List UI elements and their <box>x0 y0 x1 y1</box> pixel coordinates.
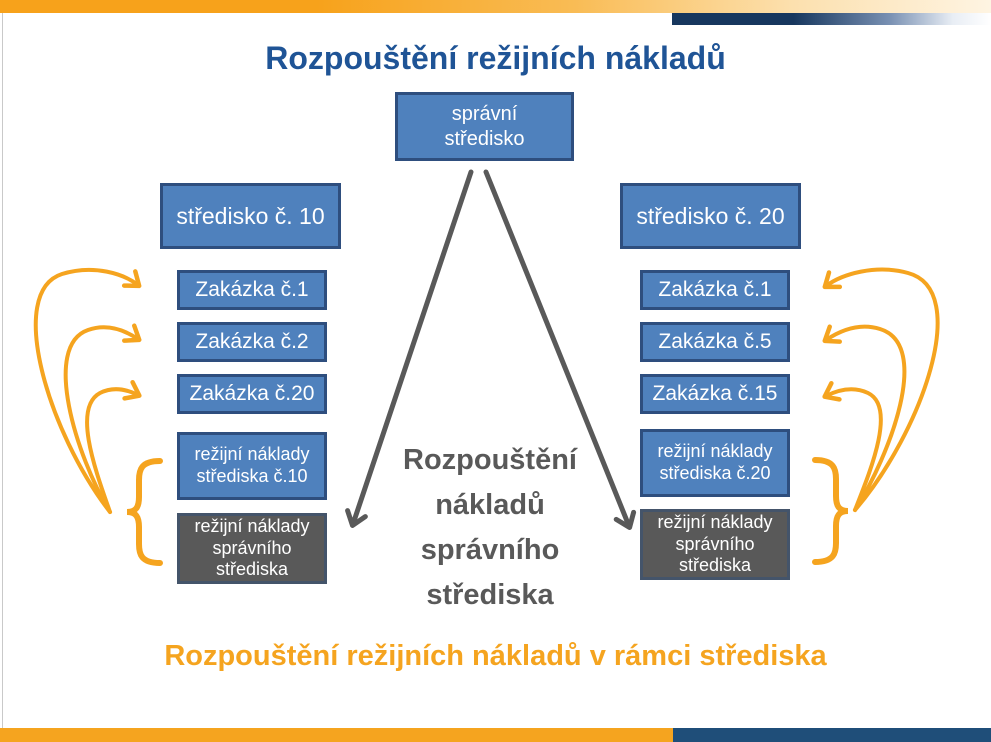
footer-title: Rozpouštění režijních nákladů v rámci st… <box>164 640 827 672</box>
top-orange-accent-bar <box>0 0 991 13</box>
right-fan-arrows-icon <box>822 267 940 512</box>
left-edge-divider <box>2 13 3 728</box>
bottom-orange-accent-bar <box>0 728 673 742</box>
center-allocation-note: Rozpouštění nákladů správního střediska <box>403 444 577 611</box>
left-order-box-1: Zakázka č.1 <box>177 270 327 310</box>
right-order-box-2: Zakázka č.5 <box>640 322 790 362</box>
center-10-header-box: středisko č. 10 <box>160 183 341 249</box>
right-order-box-1: Zakázka č.1 <box>640 270 790 310</box>
center-20-header-box: středisko č. 20 <box>620 183 801 249</box>
left-order-box-3: Zakázka č.20 <box>177 374 327 414</box>
right-curly-brace-icon <box>812 457 849 565</box>
left-admin-overhead-box: režijní náklady správního střediska <box>177 513 327 584</box>
left-fan-arrows-icon <box>33 267 142 514</box>
admin-center-box: správní středisko <box>395 92 574 161</box>
right-overhead-box: režijní náklady střediska č.20 <box>640 429 790 497</box>
bottom-blue-accent-bar <box>673 728 991 742</box>
slide-title: Rozpouštění režijních nákladů <box>265 40 726 76</box>
right-order-box-3: Zakázka č.15 <box>640 374 790 414</box>
right-admin-overhead-box: režijní náklady správního střediska <box>640 509 790 580</box>
left-order-box-2: Zakázka č.2 <box>177 322 327 362</box>
left-curly-brace-icon <box>126 458 163 566</box>
top-right-blue-accent-bar <box>672 13 991 25</box>
left-overhead-box: režijní náklady střediska č.10 <box>177 432 327 500</box>
